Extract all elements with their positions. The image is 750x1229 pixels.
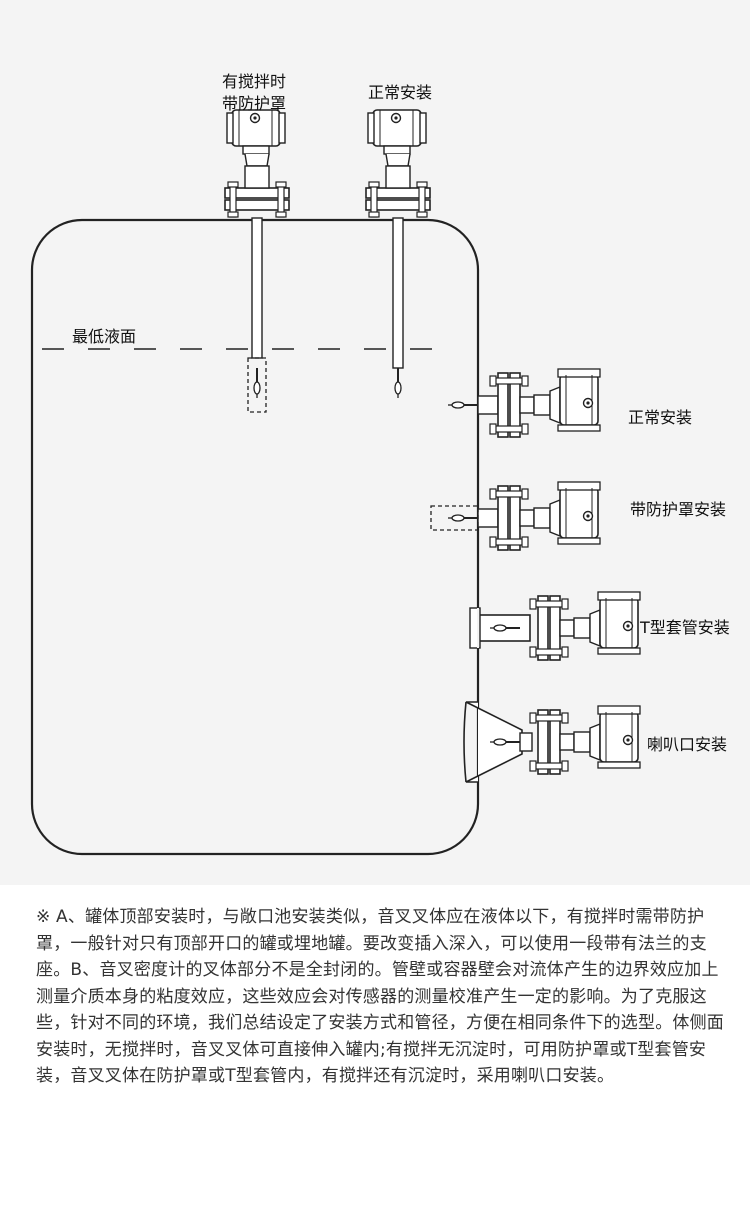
label-side-t-sleeve: T型套管安装 [640,618,730,637]
top-guard-instrument [224,109,290,413]
label-side-guard: 带防护罩安装 [630,500,727,519]
side-t-sleeve-instrument [469,591,641,661]
protective-guard [430,505,479,531]
label-top-agitation-line2: 带防护罩 [222,94,287,113]
diagram-drawing [30,109,641,856]
side-horn-instrument [463,701,641,783]
label-side-normal: 正常安装 [628,408,693,427]
installation-note: ※ A、罐体顶部安装时，与敞口池安装类似，音叉叉体应在液体以下，有搅拌时需带防护… [36,907,724,1086]
tank-outline [30,218,480,856]
label-top-normal: 正常安装 [368,83,433,102]
side-guard-instrument [430,481,601,551]
label-min-level: 最低液面 [72,327,137,346]
label-side-horn: 喇叭口安装 [647,735,728,754]
side-normal-instrument [447,368,601,438]
top-normal-instrument [365,109,431,399]
label-top-agitation-line1: 有搅拌时 [222,72,287,91]
installation-diagram: 有搅拌时 带防护罩 正常安装 最低液面 正常安装 带防护罩安装 T型套管安装 喇… [0,0,750,885]
protective-guard [247,357,267,413]
